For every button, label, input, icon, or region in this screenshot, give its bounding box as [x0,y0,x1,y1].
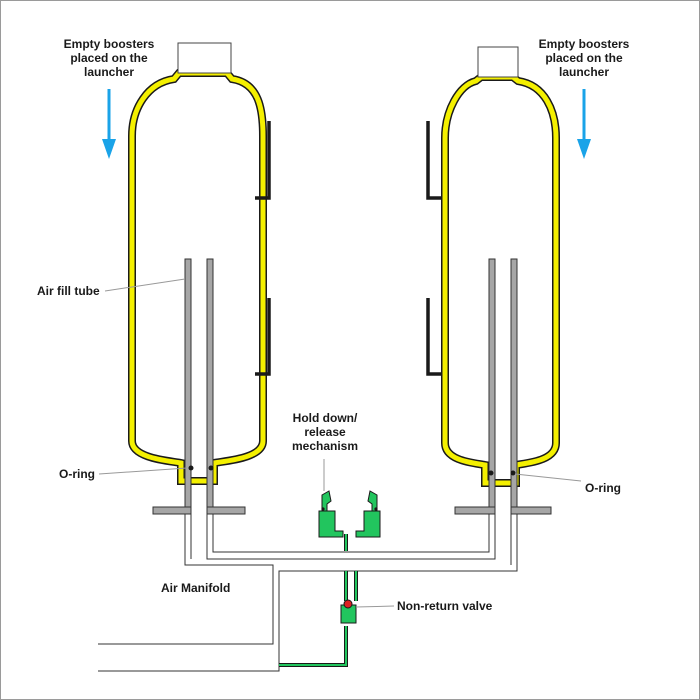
label-o-ring-left: O-ring [59,467,95,481]
right-booster-cap [477,46,519,78]
label-empty-boosters-right: Empty boosters placed on the launcher [538,37,630,79]
left-booster-cap [177,42,232,74]
left-booster [128,42,267,485]
label-empty-boosters-left: Empty boosters placed on the launcher [63,37,155,79]
non-return-valve [340,599,357,624]
down-arrow-right [577,89,591,159]
label-hold-down-release: Hold down/ release mechanism [291,411,359,453]
label-non-return-valve: Non-return valve [397,599,493,613]
label-air-fill-tube: Air fill tube [37,284,100,298]
leader-lines [98,278,582,608]
down-arrow-left [102,89,116,159]
green-control-line [279,534,357,666]
o-rings [188,465,516,476]
air-manifold-pipes [98,514,518,672]
label-air-manifold: Air Manifold [161,581,231,595]
hold-down-release-mechanism [318,490,381,538]
valve-ball [343,599,353,609]
booster-brackets [255,121,442,376]
right-booster [441,46,560,487]
launch-tubes [152,258,552,515]
label-o-ring-right: O-ring [585,481,621,495]
